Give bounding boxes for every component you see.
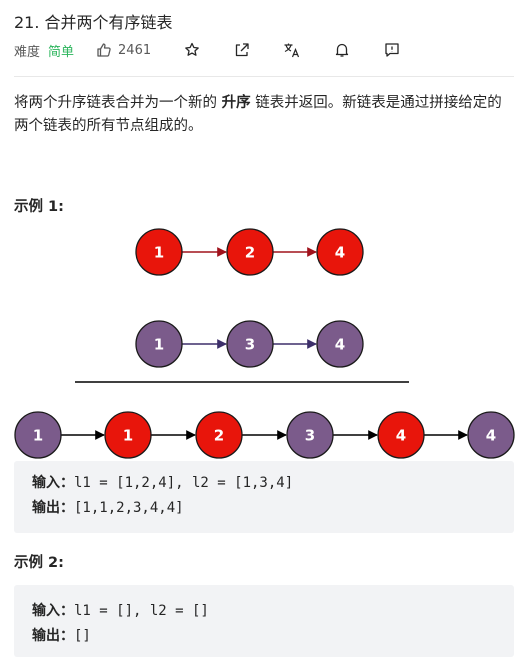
example-2-input-value: l1 = [], l2 = [] xyxy=(74,603,209,619)
list2-node-value: 3 xyxy=(245,336,255,354)
merged-node-value: 1 xyxy=(123,427,133,445)
list1-node xyxy=(135,228,183,276)
like-button[interactable]: 2461 xyxy=(96,42,151,58)
example-1-output-value: [1,1,2,3,4,4] xyxy=(74,500,184,516)
merged-node xyxy=(286,411,334,459)
example-2-title: 示例 2: xyxy=(14,555,64,571)
list2-node xyxy=(226,320,274,368)
example-2-input-label: 输入： xyxy=(32,603,74,619)
list1-node xyxy=(316,228,364,276)
feedback-icon xyxy=(385,43,399,57)
difficulty-label: 难度 xyxy=(14,44,41,60)
merged-node-value: 4 xyxy=(396,427,406,445)
example-1-output-line: 输出：[1,1,2,3,4,4] xyxy=(32,497,184,517)
merged-node-value: 1 xyxy=(33,427,43,445)
list1-node-value: 2 xyxy=(245,244,255,262)
example-1-diagram: 1 2 4 1 3 4 1 1 2 3 4 4 xyxy=(14,228,515,459)
example-2-input-line: 输入：l1 = [], l2 = [] xyxy=(32,600,209,620)
translate-icon xyxy=(284,43,300,58)
example-2-output-line: 输出：[] xyxy=(32,625,91,645)
merged-node-value: 3 xyxy=(305,427,315,445)
example-1-title: 示例 1: xyxy=(14,199,64,215)
list1-node xyxy=(226,228,274,276)
description-emphasis: 升序 xyxy=(221,95,251,111)
share-icon xyxy=(235,43,249,57)
merged-row: 1 1 2 3 4 4 xyxy=(14,411,515,459)
list2-node-value: 4 xyxy=(335,336,345,354)
merged-node xyxy=(104,411,152,459)
merged-node xyxy=(377,411,425,459)
share-button[interactable] xyxy=(233,41,251,59)
example-1-code-block: 输入：l1 = [1,2,4], l2 = [1,3,4] 输出：[1,1,2,… xyxy=(14,461,514,533)
difficulty-badge: 简单 xyxy=(48,44,75,60)
example-1-input-value: l1 = [1,2,4], l2 = [1,3,4] xyxy=(74,475,294,491)
description-text-2: 链表并返回。新链表是通过拼接给定的两个链表的所有节点组成的。 xyxy=(14,95,502,134)
header-divider xyxy=(14,76,514,77)
list2-node xyxy=(316,320,364,368)
list1-row: 1 2 4 xyxy=(135,228,364,276)
example-2-code-block: 输入：l1 = [], l2 = [] 输出：[] xyxy=(14,585,514,657)
problem-meta-bar: 难度 简单 2461 xyxy=(14,40,401,60)
list2-node xyxy=(135,320,183,368)
list2-node-value: 1 xyxy=(154,336,164,354)
problem-title: 21. 合并两个有序链表 xyxy=(14,13,173,32)
example-2-output-label: 输出： xyxy=(32,628,74,644)
merged-node-value: 2 xyxy=(214,427,224,445)
thumbs-up-icon xyxy=(97,43,111,57)
bell-icon xyxy=(335,43,349,57)
problem-description: 将两个升序链表合并为一个新的 升序 链表并返回。新链表是通过拼接给定的两个链表的… xyxy=(14,92,514,138)
merged-node-value: 4 xyxy=(486,427,496,445)
merged-node xyxy=(14,411,62,459)
like-count: 2461 xyxy=(118,42,152,58)
example-1-input-label: 输入： xyxy=(32,475,74,491)
favorite-button[interactable] xyxy=(183,41,201,59)
notification-button[interactable] xyxy=(333,41,351,59)
feedback-button[interactable] xyxy=(383,41,401,59)
star-icon xyxy=(185,42,199,56)
merged-node xyxy=(195,411,243,459)
example-2-output-value: [] xyxy=(74,628,91,644)
list2-row: 1 3 4 xyxy=(135,320,364,368)
description-text-1: 将两个升序链表合并为一个新的 xyxy=(14,95,222,111)
list1-node-value: 4 xyxy=(335,244,345,262)
merged-node xyxy=(467,411,515,459)
example-1-output-label: 输出： xyxy=(32,500,74,516)
example-1-input-line: 输入：l1 = [1,2,4], l2 = [1,3,4] xyxy=(32,472,293,492)
translate-button[interactable] xyxy=(283,41,301,59)
list1-node-value: 1 xyxy=(154,244,164,262)
